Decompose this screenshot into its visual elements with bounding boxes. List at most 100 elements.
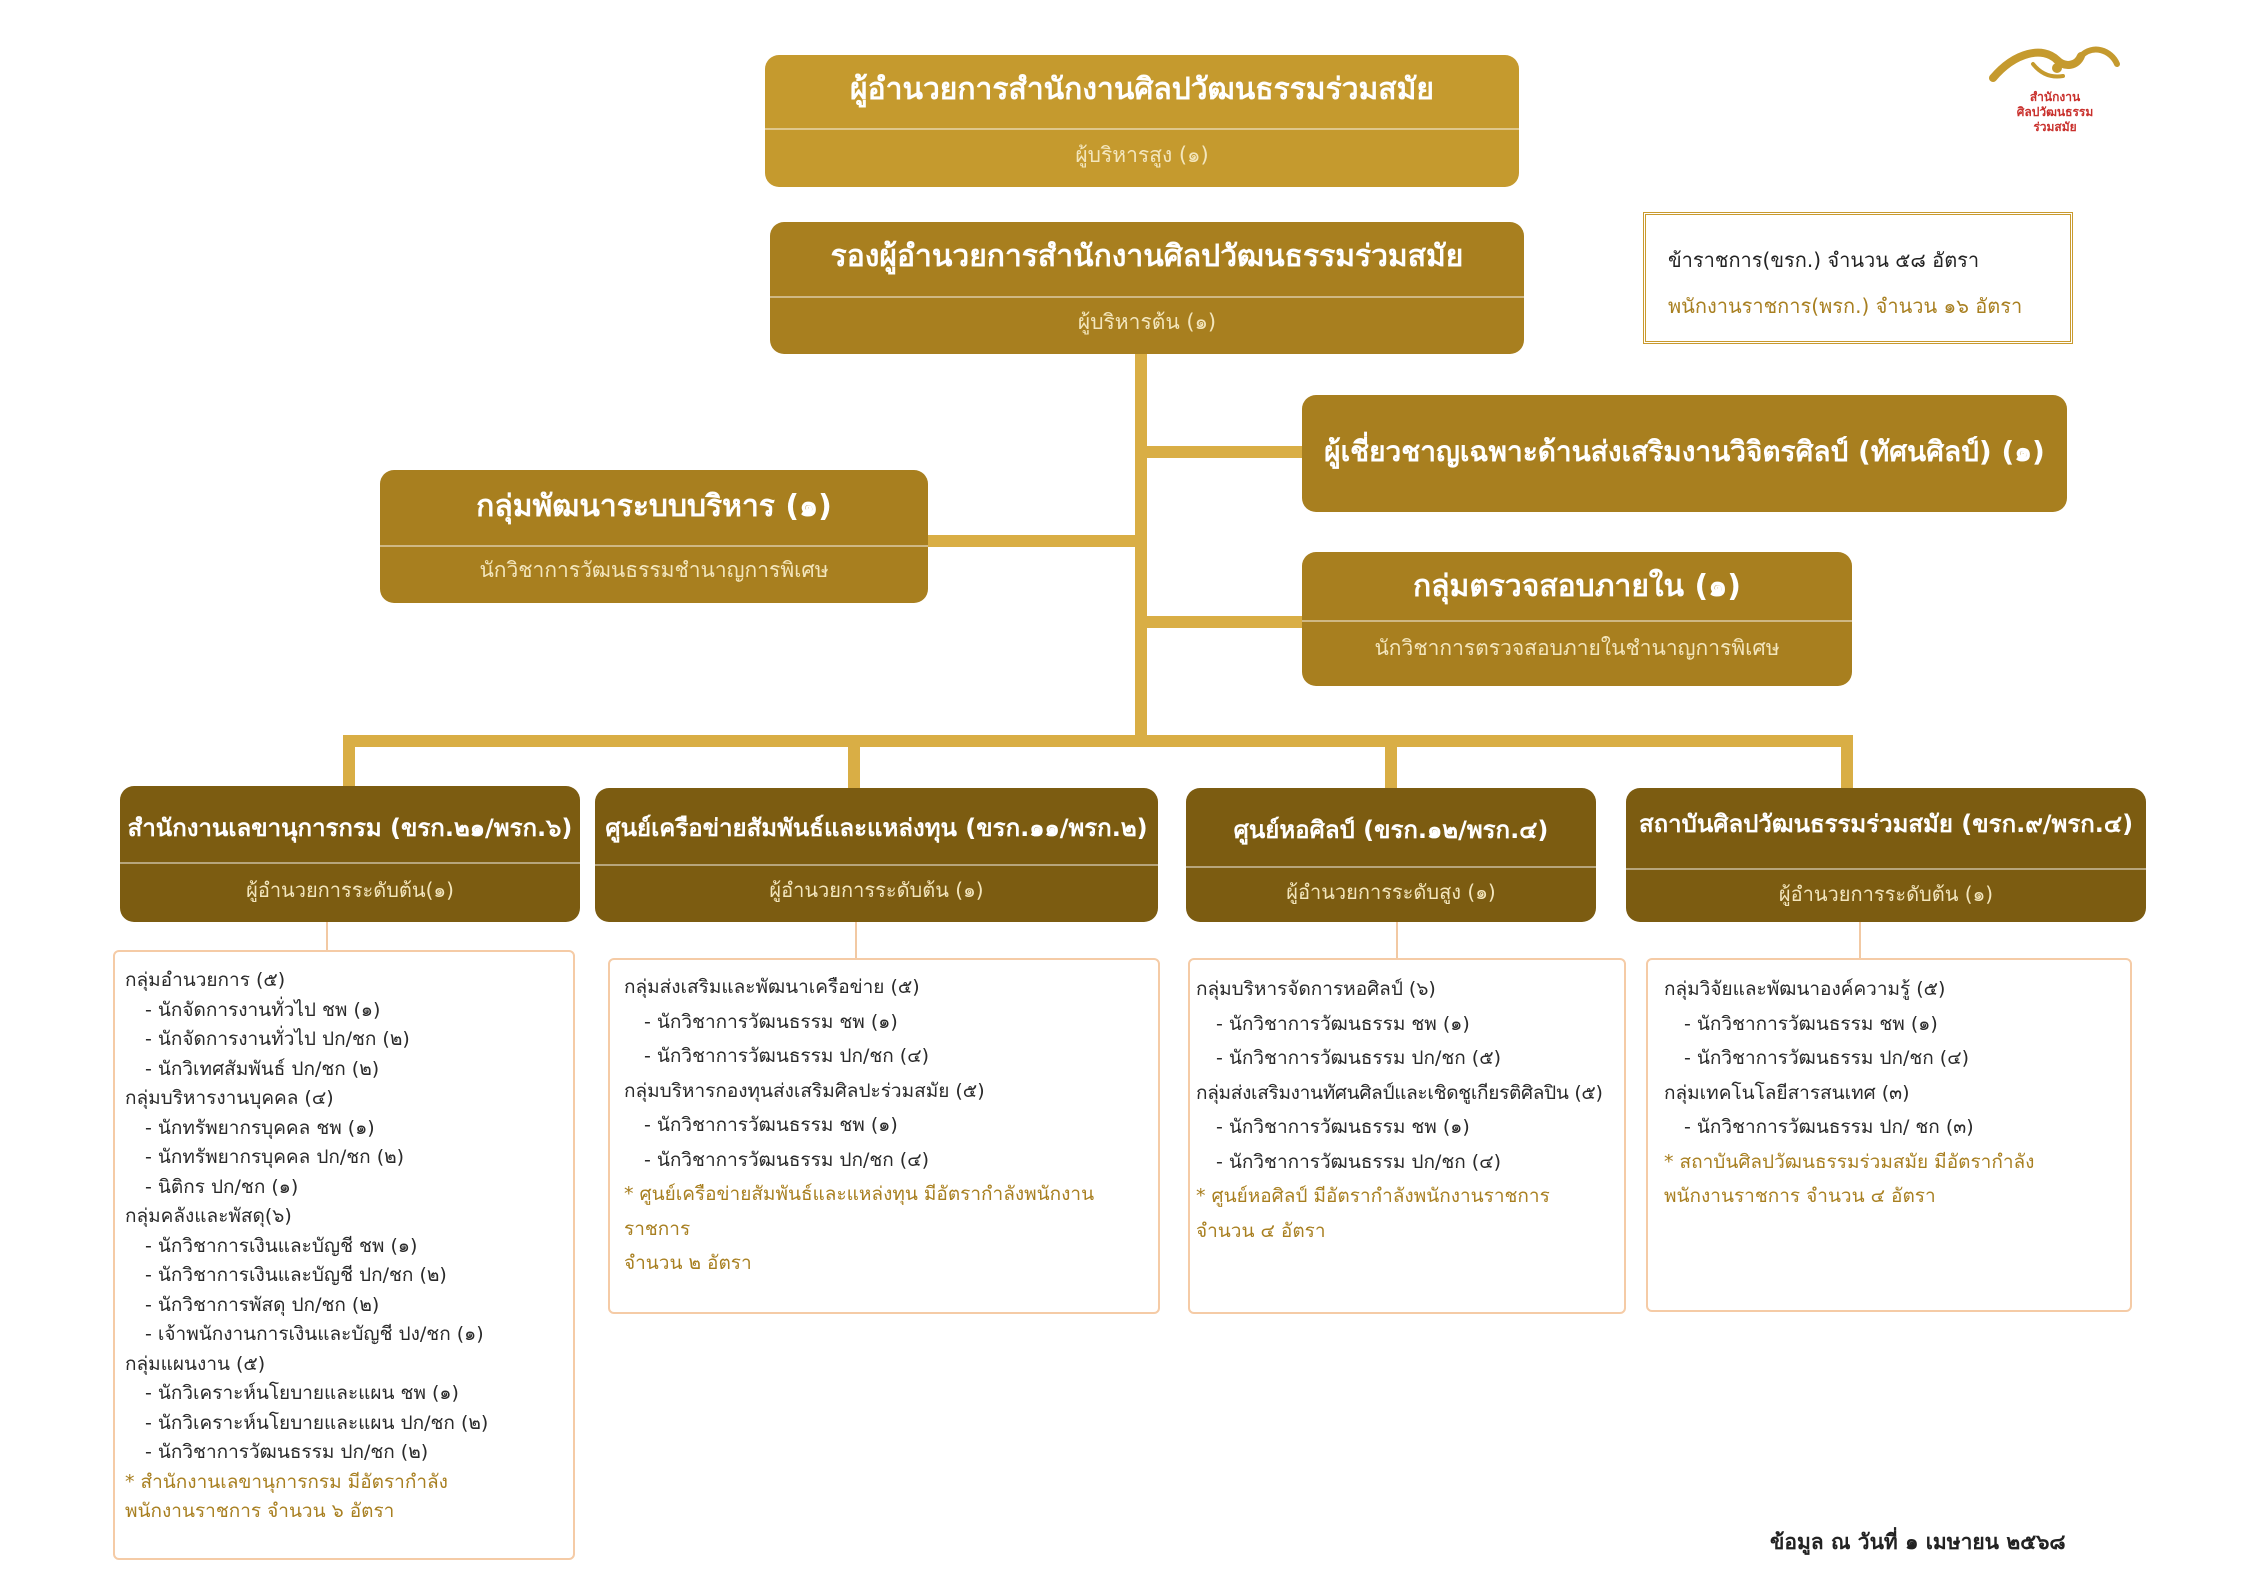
connector-unit-4 [1841,735,1853,790]
unit-sub: ผู้อำนวยการระดับต้น (๑) [1778,882,1994,906]
position-item: - นักวิชาการพัสดุ ปก/ชก (๒) [145,1293,380,1316]
connector-unit-2 [848,735,860,790]
logo-emblem-icon [1989,46,2120,82]
deputy-box: รองผู้อำนวยการสำนักงานศิลปวัฒนธรรมร่วมสม… [770,222,1524,354]
admin-group-title: กลุ่มพัฒนาระบบบริหาร (๑) [476,489,832,524]
position-item: - นักวิชาการวัฒนธรรม ปก/ชก (๕) [1216,1047,1501,1069]
connector-panel-1 [326,922,328,950]
group-heading: กลุ่มเทคโนโลยีสารสนเทศ (๓) [1664,1081,1910,1104]
admin-group-separator [380,545,928,547]
connector-admin [925,535,1137,547]
position-item: - นักทรัพยากรบุคคล ชพ (๑) [145,1116,375,1139]
expert-title: ผู้เชี่ยวชาญเฉพาะด้านส่งเสริมงานวิจิตรศิ… [1324,435,2045,468]
unit-art-gallery-center: ศูนย์หอศิลป์ (ขรก.๑๒/พรก.๔) ผู้อำนวยการร… [1186,788,1596,922]
connector-panel-4 [1859,922,1861,958]
admin-group-box: กลุ่มพัฒนาระบบบริหาร (๑) นักวิชาการวัฒนธ… [380,470,928,603]
staffing-note: จำนวน ๒ อัตรา [624,1252,752,1274]
group-heading: กลุ่มอำนวยการ (๕) [125,969,286,991]
audit-group-box: กลุ่มตรวจสอบภายใน (๑) นักวิชาการตรวจสอบภ… [1302,552,1852,686]
admin-group-sub: นักวิชาการวัฒนธรรมชำนาญการพิเศษ [479,558,829,582]
deputy-separator [770,296,1524,298]
unit-title: สำนักงานเลขานุการกรม (ขรก.๒๑/พรก.๖) [127,814,573,842]
group-heading: กลุ่มแผนงาน (๕) [125,1352,266,1375]
connector-expert [1147,446,1307,458]
director-title: ผู้อำนวยการสำนักงานศิลปวัฒนธรรมร่วมสมัย [850,72,1434,107]
connector-horizontal [343,735,1853,747]
position-item: - นักวิชาการวัฒนธรรม ชพ (๑) [644,1114,898,1136]
position-item: - นักวิเทศสัมพันธ์ ปก/ชก (๒) [145,1057,380,1080]
unit-title: สถาบันศิลปวัฒนธรรมร่วมสมัย (ขรก.๙/พรก.๔) [1638,810,2134,838]
unit-network-funding-center: ศูนย์เครือข่ายสัมพันธ์และแหล่งทุน (ขรก.๑… [595,788,1158,922]
unit-separator [1626,868,2146,870]
position-item: - นักวิชาการวัฒนธรรม ชพ (๑) [644,1010,898,1033]
staffing-note: * สำนักงานเลขานุการกรม มีอัตรากำลัง [125,1470,448,1493]
connector-panel-3 [1396,922,1398,958]
unit-secretariat: สำนักงานเลขานุการกรม (ขรก.๒๑/พรก.๖) ผู้อ… [120,786,580,922]
expert-box: ผู้เชี่ยวชาญเฉพาะด้านส่งเสริมงานวิจิตรศิ… [1302,395,2067,512]
data-date: ข้อมูล ณ วันที่ ๑ เมษายน ๒๕๖๘ [1770,1530,2066,1554]
summary-government-employees: พนักงานราชการ(พรก.) จำนวน ๑๖ อัตรา [1668,294,2023,318]
position-item: - นักทรัพยากรบุคคล ปก/ชก (๒) [145,1146,405,1168]
staffing-note: จำนวน ๔ อัตรา [1196,1219,1326,1242]
unit-separator [1186,866,1596,868]
unit-contemporary-arts-institute: สถาบันศิลปวัฒนธรรมร่วมสมัย (ขรก.๙/พรก.๔)… [1626,788,2146,922]
position-item: - นักวิชาการวัฒนธรรม ชพ (๑) [1684,1012,1938,1035]
panel-secretariat: กลุ่มอำนวยการ (๕) - นักจัดการงานทั่วไป ช… [113,950,575,1560]
staffing-note: * สถาบันศิลปวัฒนธรรมร่วมสมัย มีอัตรากำลั… [1664,1150,2035,1173]
position-item: - นักวิชาการวัฒนธรรม ปก/ ชก (๓) [1684,1116,1974,1138]
position-item: - นักวิชาการวัฒนธรรม ปก/ชก (๔) [644,1045,929,1067]
director-separator [765,128,1519,130]
unit-title: ศูนย์หอศิลป์ (ขรก.๑๒/พรก.๔) [1233,816,1549,844]
director-sub: ผู้บริหารสูง (๑) [1075,143,1209,167]
group-heading: กลุ่มวิจัยและพัฒนาองค์ความรู้ (๕) [1664,978,1946,1000]
unit-sub: ผู้อำนวยการระดับต้น (๑) [769,878,984,902]
audit-group-title: กลุ่มตรวจสอบภายใน (๑) [1413,569,1741,604]
group-heading: กลุ่มส่งเสริมและพัฒนาเครือข่าย (๕) [624,976,920,998]
position-item: - นักวิเคราะห์นโยบายและแผน ชพ (๑) [145,1382,459,1404]
connector-unit-3 [1385,735,1397,790]
position-item: - นักวิชาการวัฒนธรรม ปก/ชก (๔) [644,1148,929,1171]
panel-art-gallery-center: กลุ่มบริหารจัดการหอศิลป์ (๖) - นักวิชากา… [1188,958,1626,1314]
logo: สำนักงาน ศิลปวัฒนธรรม ร่วมสมัย [1985,42,2125,142]
position-item: - นักวิเคราะห์นโยบายและแผน ปก/ชก (๒) [145,1411,489,1434]
unit-title: ศูนย์เครือข่ายสัมพันธ์และแหล่งทุน (ขรก.๑… [605,814,1148,842]
staffing-note: * ศูนย์เครือข่ายสัมพันธ์และแหล่งทุน มีอั… [624,1183,1095,1240]
position-item: - นักจัดการงานทั่วไป ชพ (๑) [145,998,381,1021]
logo-text-1: สำนักงาน [2029,90,2081,104]
position-item: - นิติกร ปก/ชก (๑) [145,1175,299,1198]
logo-text-2: ศิลปวัฒนธรรม [2016,105,2094,119]
audit-group-separator [1302,620,1852,622]
position-item: - นักวิชาการวัฒนธรรม ชพ (๑) [1216,1116,1470,1138]
staff-summary: ข้าราชการ(ขรก.) จำนวน ๕๘ อัตรา พนักงานรา… [1643,212,2073,344]
logo-text-3: ร่วมสมัย [2033,120,2077,134]
connector-trunk [1135,352,1147,747]
position-item: - นักวิชาการวัฒนธรรม ชพ (๑) [1216,1012,1470,1035]
panel-network-funding-center: กลุ่มส่งเสริมและพัฒนาเครือข่าย (๕) - นัก… [608,958,1160,1314]
unit-sub: ผู้อำนวยการระดับต้น(๑) [246,878,454,902]
audit-group-sub: นักวิชาการตรวจสอบภายในชำนาญการพิเศษ [1374,636,1780,660]
position-item: - นักวิชาการวัฒนธรรม ปก/ชก (๔) [1216,1150,1501,1173]
position-item: - นักจัดการงานทั่วไป ปก/ชก (๒) [145,1028,410,1050]
unit-separator [120,862,580,864]
group-heading: กลุ่มบริหารกองทุนส่งเสริมศิลปะร่วมสมัย (… [624,1079,985,1102]
staffing-note: * ศูนย์หอศิลป์ มีอัตรากำลังพนักงานราชการ [1196,1185,1550,1207]
position-item: - เจ้าพนักงานการเงินและบัญชี ปง/ชก (๑) [145,1323,484,1345]
deputy-title: รองผู้อำนวยการสำนักงานศิลปวัฒนธรรมร่วมสม… [830,239,1464,274]
staffing-note: พนักงานราชการ จำนวน ๔ อัตรา [1664,1185,1936,1207]
unit-sub: ผู้อำนวยการระดับสูง (๑) [1286,880,1496,904]
group-heading: กลุ่มส่งเสริมงานทัศนศิลป์และเชิดชูเกียรต… [1196,1081,1603,1104]
position-item: - นักวิชาการเงินและบัญชี ชพ (๑) [145,1234,418,1257]
summary-civil-servants: ข้าราชการ(ขรก.) จำนวน ๕๘ อัตรา [1668,248,1980,272]
connector-panel-2 [855,922,857,958]
panel-contemporary-arts-institute: กลุ่มวิจัยและพัฒนาองค์ความรู้ (๕) - นักว… [1646,958,2132,1312]
position-item: - นักวิชาการวัฒนธรรม ปก/ชก (๔) [1684,1047,1969,1069]
position-item: - นักวิชาการวัฒนธรรม ปก/ชก (๒) [145,1441,429,1463]
staffing-note: พนักงานราชการ จำนวน ๖ อัตรา [125,1500,395,1522]
group-heading: กลุ่มคลังและพัสดุ(๖) [125,1205,292,1227]
connector-unit-1 [343,735,355,790]
group-heading: กลุ่มบริหารจัดการหอศิลป์ (๖) [1196,978,1436,1000]
director-box: ผู้อำนวยการสำนักงานศิลปวัฒนธรรมร่วมสมัย … [765,55,1519,187]
position-item: - นักวิชาการเงินและบัญชี ปก/ชก (๒) [145,1264,447,1286]
connector-audit [1147,616,1307,628]
group-heading: กลุ่มบริหารงานบุคคล (๔) [125,1087,334,1109]
